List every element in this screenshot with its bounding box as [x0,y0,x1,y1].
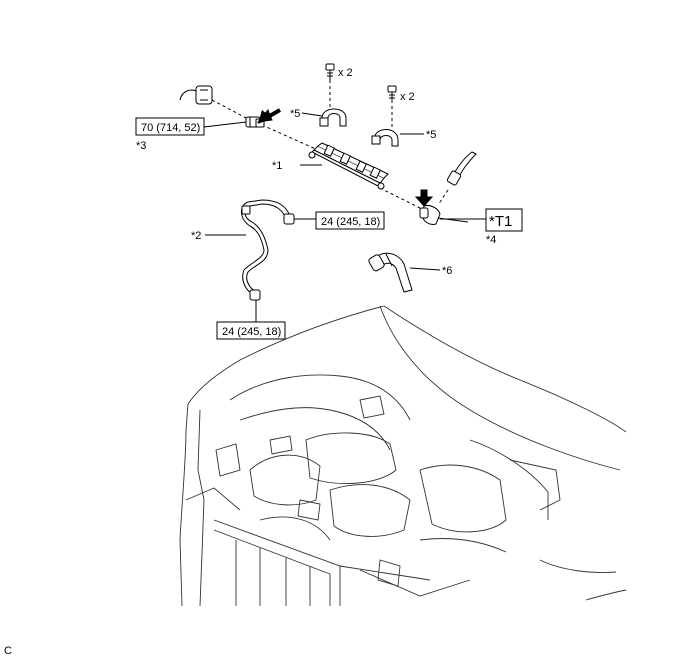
fuel-line-hose [446,151,477,186]
engine-bay-illustration [179,305,627,607]
fuel-pipe-sub-assembly [241,199,295,301]
install-arrow-head-sensor [258,110,272,124]
torque-box-pipe-lower [216,321,286,340]
qty-bolt-right: x 2 [400,91,415,103]
torque-text-pipe-upper: 24 (245, 18) [321,216,380,228]
qty-bolt-left: x 2 [338,67,353,79]
bolt-icon-right [387,85,397,100]
torque-text-sensor: 70 (714, 52) [141,122,200,134]
leader-lines [203,112,486,322]
alignment-lines [211,80,449,211]
wire-connector [179,85,213,105]
torque-box-sensor [135,117,205,136]
fuel-delivery-pipe [308,142,389,190]
install-arrow-elbow [414,189,434,207]
corner-code: C [4,645,12,657]
callout-part6: *6 [442,265,452,277]
callout-part3: *3 [136,140,146,152]
callout-part4: *4 [486,234,496,246]
torque-box-pipe-upper [315,211,385,230]
bracket-right [371,129,399,147]
callout-part5-right: *5 [426,129,436,141]
t1-label: *T1 [489,213,512,230]
bolt-icon-left [325,63,335,80]
bracket-left [319,108,347,127]
callout-part1: *1 [272,160,282,172]
torque-text-pipe-lower: 24 (245, 18) [222,326,281,338]
fuel-hose [368,252,413,293]
fuel-pipe-elbow [419,205,469,225]
callout-part5-left: *5 [290,108,300,120]
callout-part2: *2 [191,230,201,242]
t1-box [485,208,523,232]
